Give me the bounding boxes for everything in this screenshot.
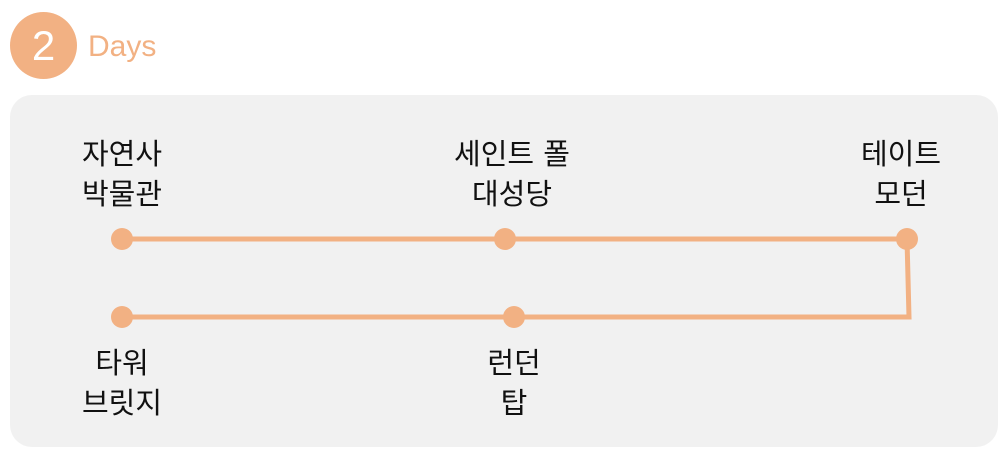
stop-dot-5	[111, 306, 133, 328]
stop-label-4: 런던 탑	[487, 346, 541, 420]
stop-dot-2	[494, 228, 516, 250]
route-panel	[10, 95, 998, 447]
stop-dot-1	[111, 228, 133, 250]
stop-dot-3	[896, 228, 918, 250]
stop-label-2: 세인트 폴 대성당	[454, 137, 570, 211]
day-number-badge: 2	[10, 12, 77, 79]
day-label: Days	[88, 30, 157, 63]
stop-label-5: 타워 브릿지	[81, 346, 163, 420]
stop-label-1: 자연사 박물관	[81, 137, 163, 211]
route-line	[122, 236, 912, 320]
stop-label-3: 테이트 모던	[860, 137, 942, 211]
stop-dot-4	[503, 306, 525, 328]
